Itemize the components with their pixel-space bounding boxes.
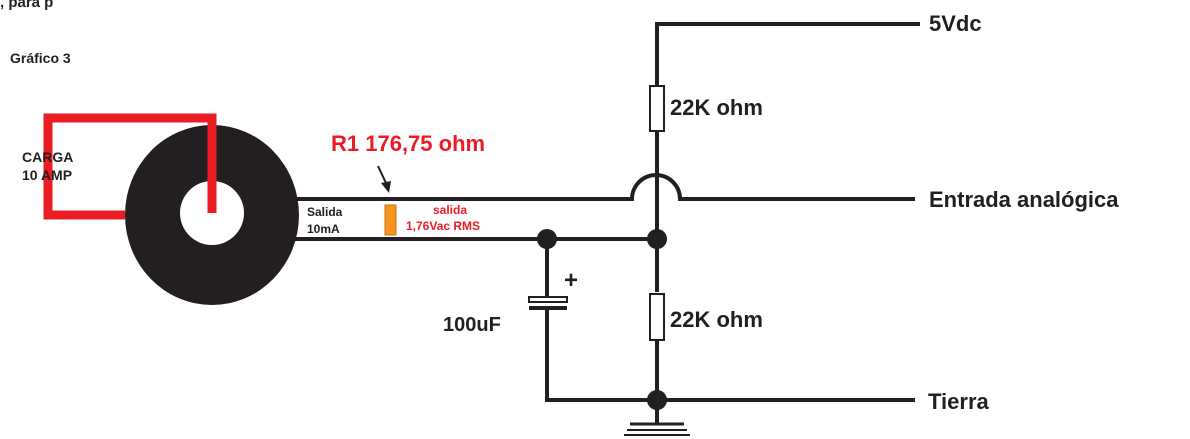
load-label-line2: 10 AMP (22, 167, 72, 183)
output-voltage-label-line2: 1,76Vac RMS (406, 219, 480, 233)
output-voltage-label-line1: salida (433, 203, 467, 217)
burden-resistor-r1 (384, 204, 397, 236)
capacitor-plate-positive (528, 296, 568, 303)
resistor-top-label: 22K ohm (670, 95, 763, 120)
resistor-bottom-22k (649, 293, 665, 341)
supply-label: 5Vdc (929, 11, 982, 36)
capacitor-label: 100uF (443, 314, 501, 336)
figure-caption: Gráfico 3 (10, 50, 71, 66)
ground-label: Tierra (928, 389, 990, 414)
capacitor-plate-negative (529, 306, 567, 310)
top-text-fragment: , para p (0, 0, 53, 11)
junction-capacitor (537, 229, 557, 249)
ct-output-label-line1: Salida (307, 205, 343, 219)
r1-pointer-arrow (377, 165, 387, 184)
capacitor-polarity-label: + (564, 267, 578, 294)
load-label-line1: CARGA (22, 149, 73, 165)
junction-divider-midpoint (647, 229, 667, 249)
analog-input-label: Entrada analógica (929, 187, 1119, 212)
burden-resistor-label: R1 176,75 ohm (331, 131, 485, 156)
resistor-bottom-label: 22K ohm (670, 307, 763, 332)
resistor-top-22k (649, 85, 665, 132)
ct-output-label-line2: 10mA (307, 222, 340, 236)
r1-pointer-arrowhead (381, 181, 391, 193)
load-wire (43, 113, 217, 220)
junction-ground (647, 390, 667, 410)
